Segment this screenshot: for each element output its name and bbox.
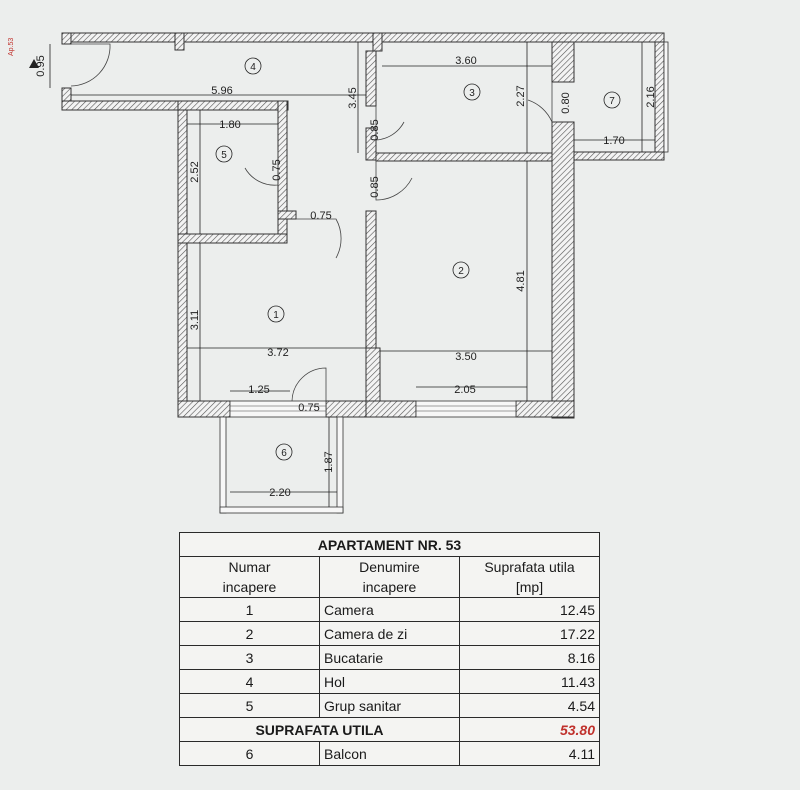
windows — [229, 41, 669, 418]
dim-room-door: 0.75 — [310, 210, 331, 222]
dim-bathroom-width: 2.52 — [189, 161, 201, 182]
doors — [70, 43, 553, 402]
dim-kitchen-width: 2.27 — [515, 85, 527, 106]
dimension-lines — [49, 42, 655, 507]
dimension-labels: 0.95 5.96 3.45 3.60 2.27 0.85 0.85 0.80 … — [35, 55, 657, 499]
table-row: 3 Bucatarie 8.16 — [179, 645, 600, 670]
walls — [61, 32, 665, 514]
dim-balcony-door: 0.75 — [298, 402, 319, 414]
room-number-4: 4 — [250, 62, 256, 73]
dim-door-080: 0.80 — [560, 92, 572, 113]
room-number-3: 3 — [469, 88, 475, 99]
entrance-arrow-icon — [29, 59, 39, 68]
room-numbers: 4 3 7 5 2 1 6 — [215, 57, 621, 461]
table-title: APARTAMENT NR. 53 — [179, 532, 600, 557]
dim-living-window: 2.05 — [454, 384, 475, 396]
dim-balcony-window: 1.25 — [248, 384, 269, 396]
room-number-5: 5 — [221, 150, 227, 161]
dim-living-length: 3.50 — [455, 351, 476, 363]
dim-bathroom-length: 1.80 — [219, 119, 240, 131]
room-number-2: 2 — [458, 266, 464, 277]
dim-door-085-bottom: 0.85 — [369, 176, 381, 197]
room-number-7: 7 — [609, 96, 615, 107]
room-number-1: 1 — [273, 310, 279, 321]
dim-living-width: 4.81 — [515, 270, 527, 291]
dim-door-085-top: 0.85 — [369, 119, 381, 140]
table-row: 1 Camera 12.45 — [179, 597, 600, 622]
dim-bathroom-door: 0.75 — [271, 159, 283, 180]
dim-hol-width: 3.45 — [347, 87, 359, 108]
dim-room7-width: 2.16 — [645, 86, 657, 107]
total-row: SUPRAFATA UTILA 53.80 — [179, 717, 600, 742]
room-number-6: 6 — [281, 448, 287, 459]
dim-hol-door: 0.95 — [35, 55, 47, 76]
table-row: 5 Grup sanitar 4.54 — [179, 693, 600, 718]
dim-room7-length: 1.70 — [603, 135, 624, 147]
dim-balcony-length: 2.20 — [269, 487, 290, 499]
dim-room-length: 3.72 — [267, 347, 288, 359]
floor-plan: 4 3 7 5 2 1 6 0.95 5.96 3.45 3.60 2.27 0… — [29, 32, 669, 514]
dim-kitchen-length: 3.60 — [455, 55, 476, 67]
total-label: SUPRAFATA UTILA — [179, 717, 460, 742]
dim-balcony-width: 1.87 — [323, 451, 335, 472]
header-area: Suprafata utila[mp] — [459, 556, 600, 598]
dim-room-width: 3.11 — [189, 310, 201, 331]
table-row: 2 Camera de zi 17.22 — [179, 621, 600, 646]
dim-hol-length: 5.96 — [211, 85, 232, 97]
table-row: 4 Hol 11.43 — [179, 669, 600, 694]
total-value: 53.80 — [459, 717, 600, 742]
table-row: 6 Balcon 4.11 — [179, 741, 600, 766]
